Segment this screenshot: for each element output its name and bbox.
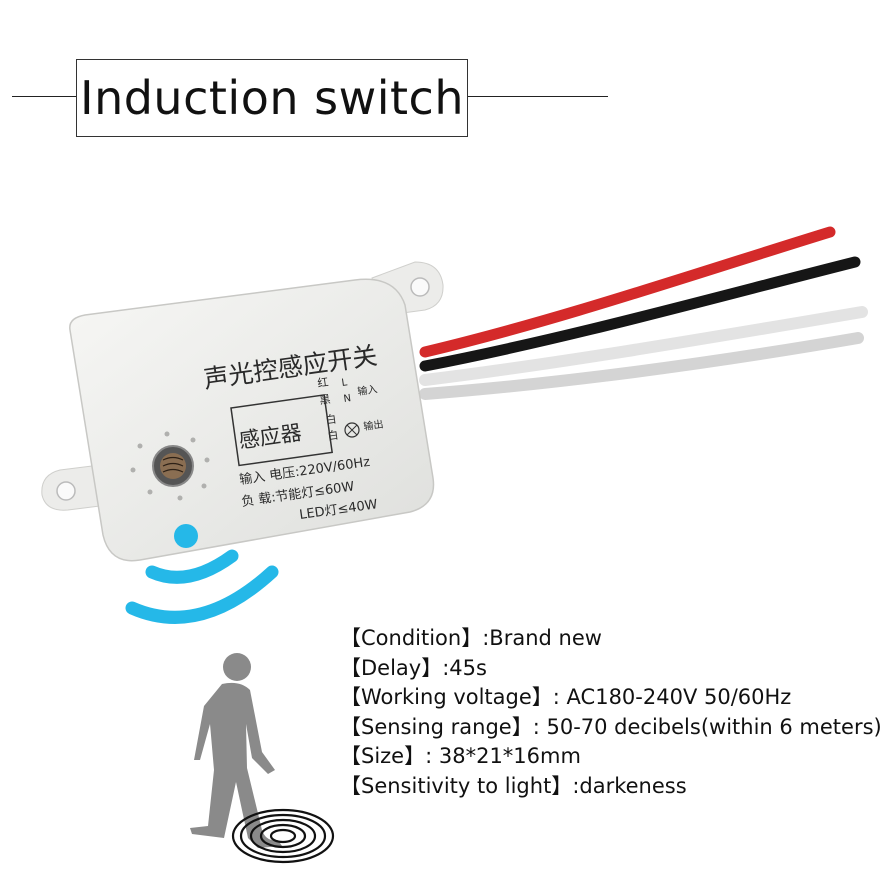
spec-size: 【Size】: 38*21*16mm [340, 744, 581, 769]
specification-list: 【Condition】:Brand new 【Delay】:45s 【Worki… [340, 624, 882, 802]
spec-sensitivity-to-light: 【Sensitivity to light】:darkeness [340, 773, 687, 798]
title-line-right [468, 96, 608, 97]
svg-text:L: L [341, 377, 348, 389]
white-wire-1 [419, 306, 868, 386]
wires [419, 226, 868, 400]
spec-condition: 【Condition】:Brand new [340, 626, 602, 650]
spec-delay: 【Delay】:45s [340, 655, 487, 680]
svg-text:输出: 输出 [363, 417, 385, 433]
spec-working-voltage: 【Working voltage】: AC180-240V 50/60Hz [340, 685, 792, 710]
svg-text:白: 白 [324, 412, 337, 427]
spec-sensing-range: 【Sensing range】: 50-70 decibels(within 6… [340, 714, 882, 739]
signal-waves-icon [125, 524, 279, 624]
sound-ripple-icon [231, 808, 335, 864]
svg-text:N: N [343, 393, 352, 405]
microphone-holes [130, 431, 210, 501]
sensor-label-box [230, 394, 334, 467]
svg-text:白: 白 [326, 428, 339, 443]
light-sensor [152, 445, 194, 487]
white-wire-2 [419, 332, 864, 400]
black-wire [419, 256, 861, 372]
red-wire [419, 226, 836, 358]
svg-text:输入: 输入 [357, 382, 379, 398]
page-title: Induction switch [76, 59, 468, 137]
switch-housing [69, 278, 435, 562]
title-line-left [12, 96, 76, 97]
walking-person-icon [190, 653, 282, 848]
lamp-icon [344, 422, 360, 438]
svg-text:黑: 黑 [319, 393, 332, 407]
svg-text:红: 红 [317, 376, 330, 390]
